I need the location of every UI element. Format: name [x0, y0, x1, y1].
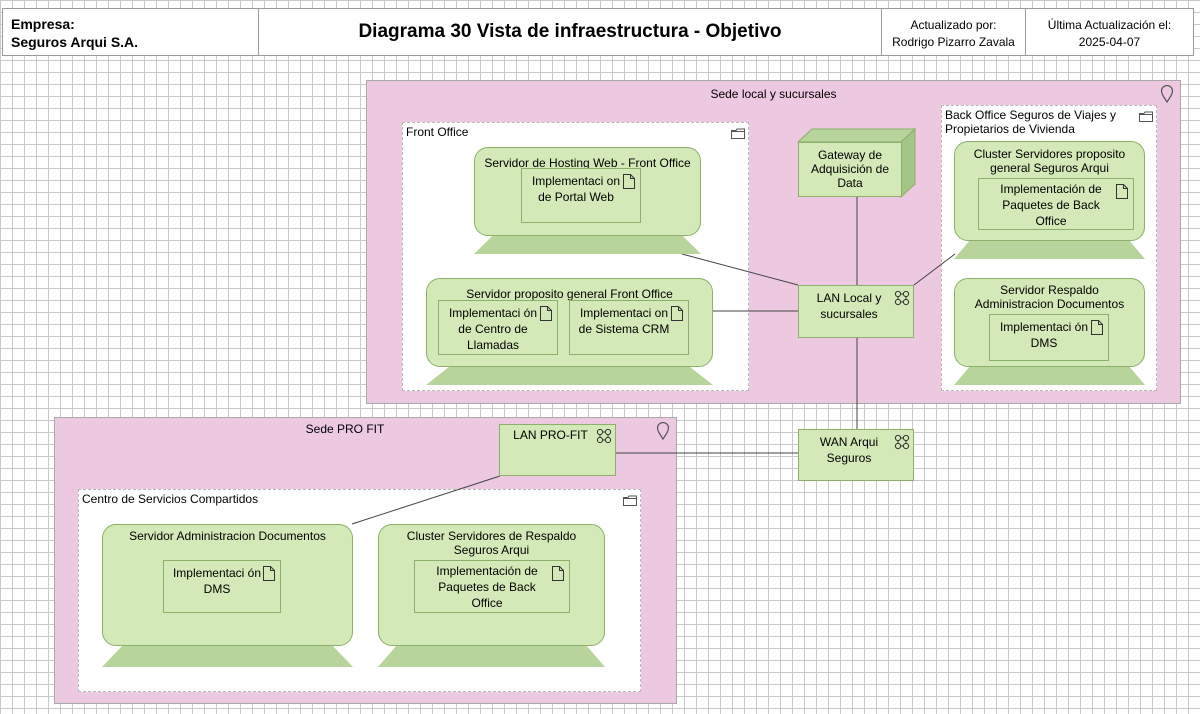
location-pin-icon [656, 422, 670, 440]
updated-by-cell: Actualizado por: Rodrigo Pizarro Zavala [881, 8, 1026, 56]
document-icon [540, 306, 552, 321]
folder-icon [731, 128, 745, 139]
updated-by-name: Rodrigo Pizarro Zavala [892, 35, 1015, 49]
network-label: WAN Arqui Seguros [819, 435, 879, 465]
network-lan-profit[interactable]: LAN PRO-FIT [499, 424, 616, 476]
company-cell: Empresa: Seguros Arqui S.A. [2, 8, 259, 56]
device-base [378, 646, 605, 667]
grouping-label: Front Office [406, 125, 469, 139]
company-label: Empresa: [11, 16, 75, 32]
last-update-date: 2025-04-07 [1078, 35, 1141, 49]
device-label: Servidor Respaldo Administracion Documen… [974, 283, 1125, 311]
node-3d-shape [797, 128, 917, 198]
artifact-label: Implementaci ón de Centro de Llamadas [448, 306, 538, 352]
artifact-dms[interactable]: Implementaci ón DMS [163, 560, 281, 613]
document-icon [623, 174, 635, 189]
location-label: Sede PRO FIT [305, 422, 385, 436]
device-base [954, 367, 1145, 385]
device-label: Cluster Servidores proposito general Seg… [973, 147, 1126, 175]
artifact-dms[interactable]: Implementaci ón DMS [989, 314, 1109, 361]
device-label: Servidor de Hosting Web - Front Office [484, 156, 691, 170]
artifact-label: Implementaci ón DMS [999, 320, 1089, 350]
folder-icon [1139, 111, 1153, 122]
network-wan[interactable]: WAN Arqui Seguros [798, 429, 914, 481]
artifact-label: Implementación de Paquetes de Back Offic… [436, 564, 538, 610]
diagram-title: Diagrama 30 Vista de infraestructura - O… [258, 8, 882, 56]
device-base [954, 241, 1145, 259]
artifact-portal-web[interactable]: Implementaci on de Portal Web [521, 168, 641, 223]
artifact-crm[interactable]: Implementaci on de Sistema CRM [569, 300, 689, 355]
document-icon [1091, 320, 1103, 335]
updated-by-label: Actualizado por: [910, 18, 997, 32]
connection-hosting-lan [681, 253, 799, 286]
artifact-call-center[interactable]: Implementaci ón de Centro de Llamadas [438, 300, 558, 355]
artifact-label: Implementación de Paquetes de Back Offic… [1000, 182, 1102, 228]
company-name: Seguros Arqui S.A. [11, 34, 139, 50]
network-label: LAN Local y sucursales [816, 291, 882, 321]
artifact-label: Implementaci on de Portal Web [531, 174, 621, 204]
last-update-label: Última Actualización el: [1047, 18, 1172, 32]
device-label: Cluster Servidores de Respaldo Seguros A… [406, 529, 577, 557]
network-lan-local[interactable]: LAN Local y sucursales [798, 285, 914, 338]
network-icon [894, 290, 910, 306]
device-label: Servidor Administracion Documentos [129, 529, 326, 543]
document-icon [263, 566, 275, 581]
network-icon [596, 428, 612, 444]
artifact-label: Implementaci ón DMS [172, 566, 262, 596]
network-label: LAN PRO-FIT [513, 428, 588, 442]
folder-icon [623, 495, 637, 506]
document-icon [552, 566, 564, 581]
artifact-label: Implementaci on de Sistema CRM [578, 306, 670, 336]
connection-profit-docserver [351, 475, 501, 525]
device-label: Servidor proposito general Front Office [466, 287, 673, 301]
location-pin-icon [1160, 85, 1174, 103]
artifact-back-office-packages[interactable]: Implementación de Paquetes de Back Offic… [414, 560, 570, 613]
document-icon [671, 306, 683, 321]
device-base [474, 236, 701, 254]
document-icon [1116, 184, 1128, 199]
artifact-back-office-packages[interactable]: Implementación de Paquetes de Back Offic… [978, 178, 1134, 230]
network-icon [894, 434, 910, 450]
connection-lan-cluster [913, 253, 956, 286]
node-label: Gateway de Adquisición de Data [810, 148, 890, 190]
last-update-cell: Última Actualización el: 2025-04-07 [1025, 8, 1194, 56]
device-base [102, 646, 353, 667]
grouping-label: Centro de Servicios Compartidos [82, 492, 259, 506]
device-base [426, 367, 713, 385]
location-label: Sede local y sucursales [710, 87, 837, 101]
grouping-label: Back Office Seguros de Viajes y Propieta… [945, 108, 1116, 136]
node-gateway[interactable]: Gateway de Adquisición de Data [798, 142, 902, 197]
